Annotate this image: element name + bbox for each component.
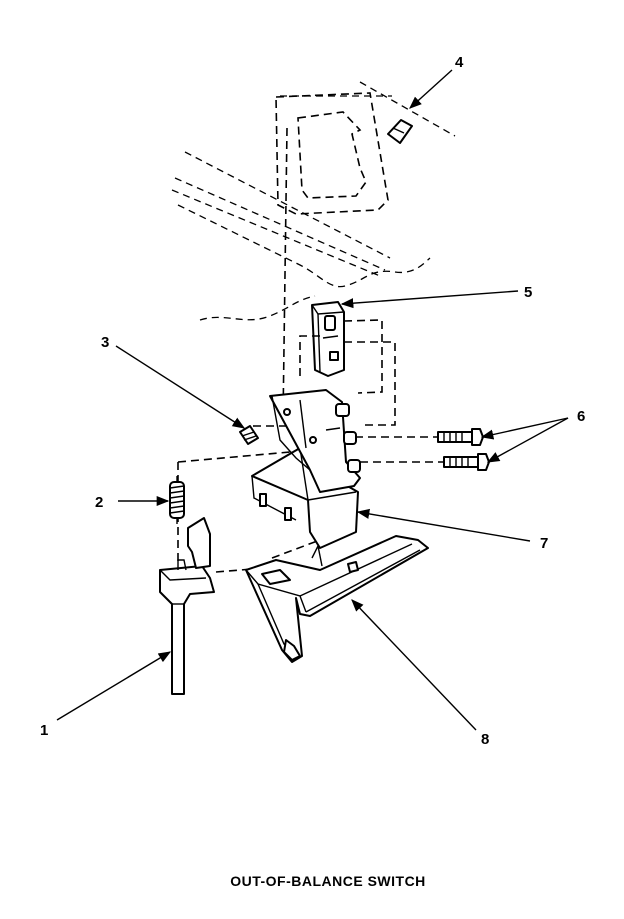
part-3-screw [239,425,259,445]
callout-6: 6 [577,408,585,425]
callout-8: 8 [481,731,489,748]
part-6-bolts [437,428,490,471]
part-2-spring [169,476,185,524]
part-1-lever [159,517,215,695]
part-4-access-panel [275,92,413,215]
callout-4: 4 [455,54,464,71]
callout-5: 5 [524,284,532,301]
leader-6a [480,417,569,440]
leader-lines [56,69,569,731]
leader-3 [115,345,246,429]
leader-5 [340,290,519,309]
leader-1 [56,651,172,721]
callout-1: 1 [40,722,48,739]
callout-2: 2 [95,494,103,511]
leader-6b [486,417,569,463]
leader-7 [356,508,531,542]
part-7-bracket [251,389,361,549]
alignment-lines [177,127,444,573]
part-8-base-bracket [245,535,429,663]
callout-7: 7 [540,535,548,552]
part-5-switch [299,301,396,426]
leader-4 [409,69,453,109]
callout-3: 3 [101,334,109,351]
cabinet-outline [171,81,456,321]
diagram-title: OUT-OF-BALANCE SWITCH [230,873,426,889]
leader-8 [351,599,477,731]
